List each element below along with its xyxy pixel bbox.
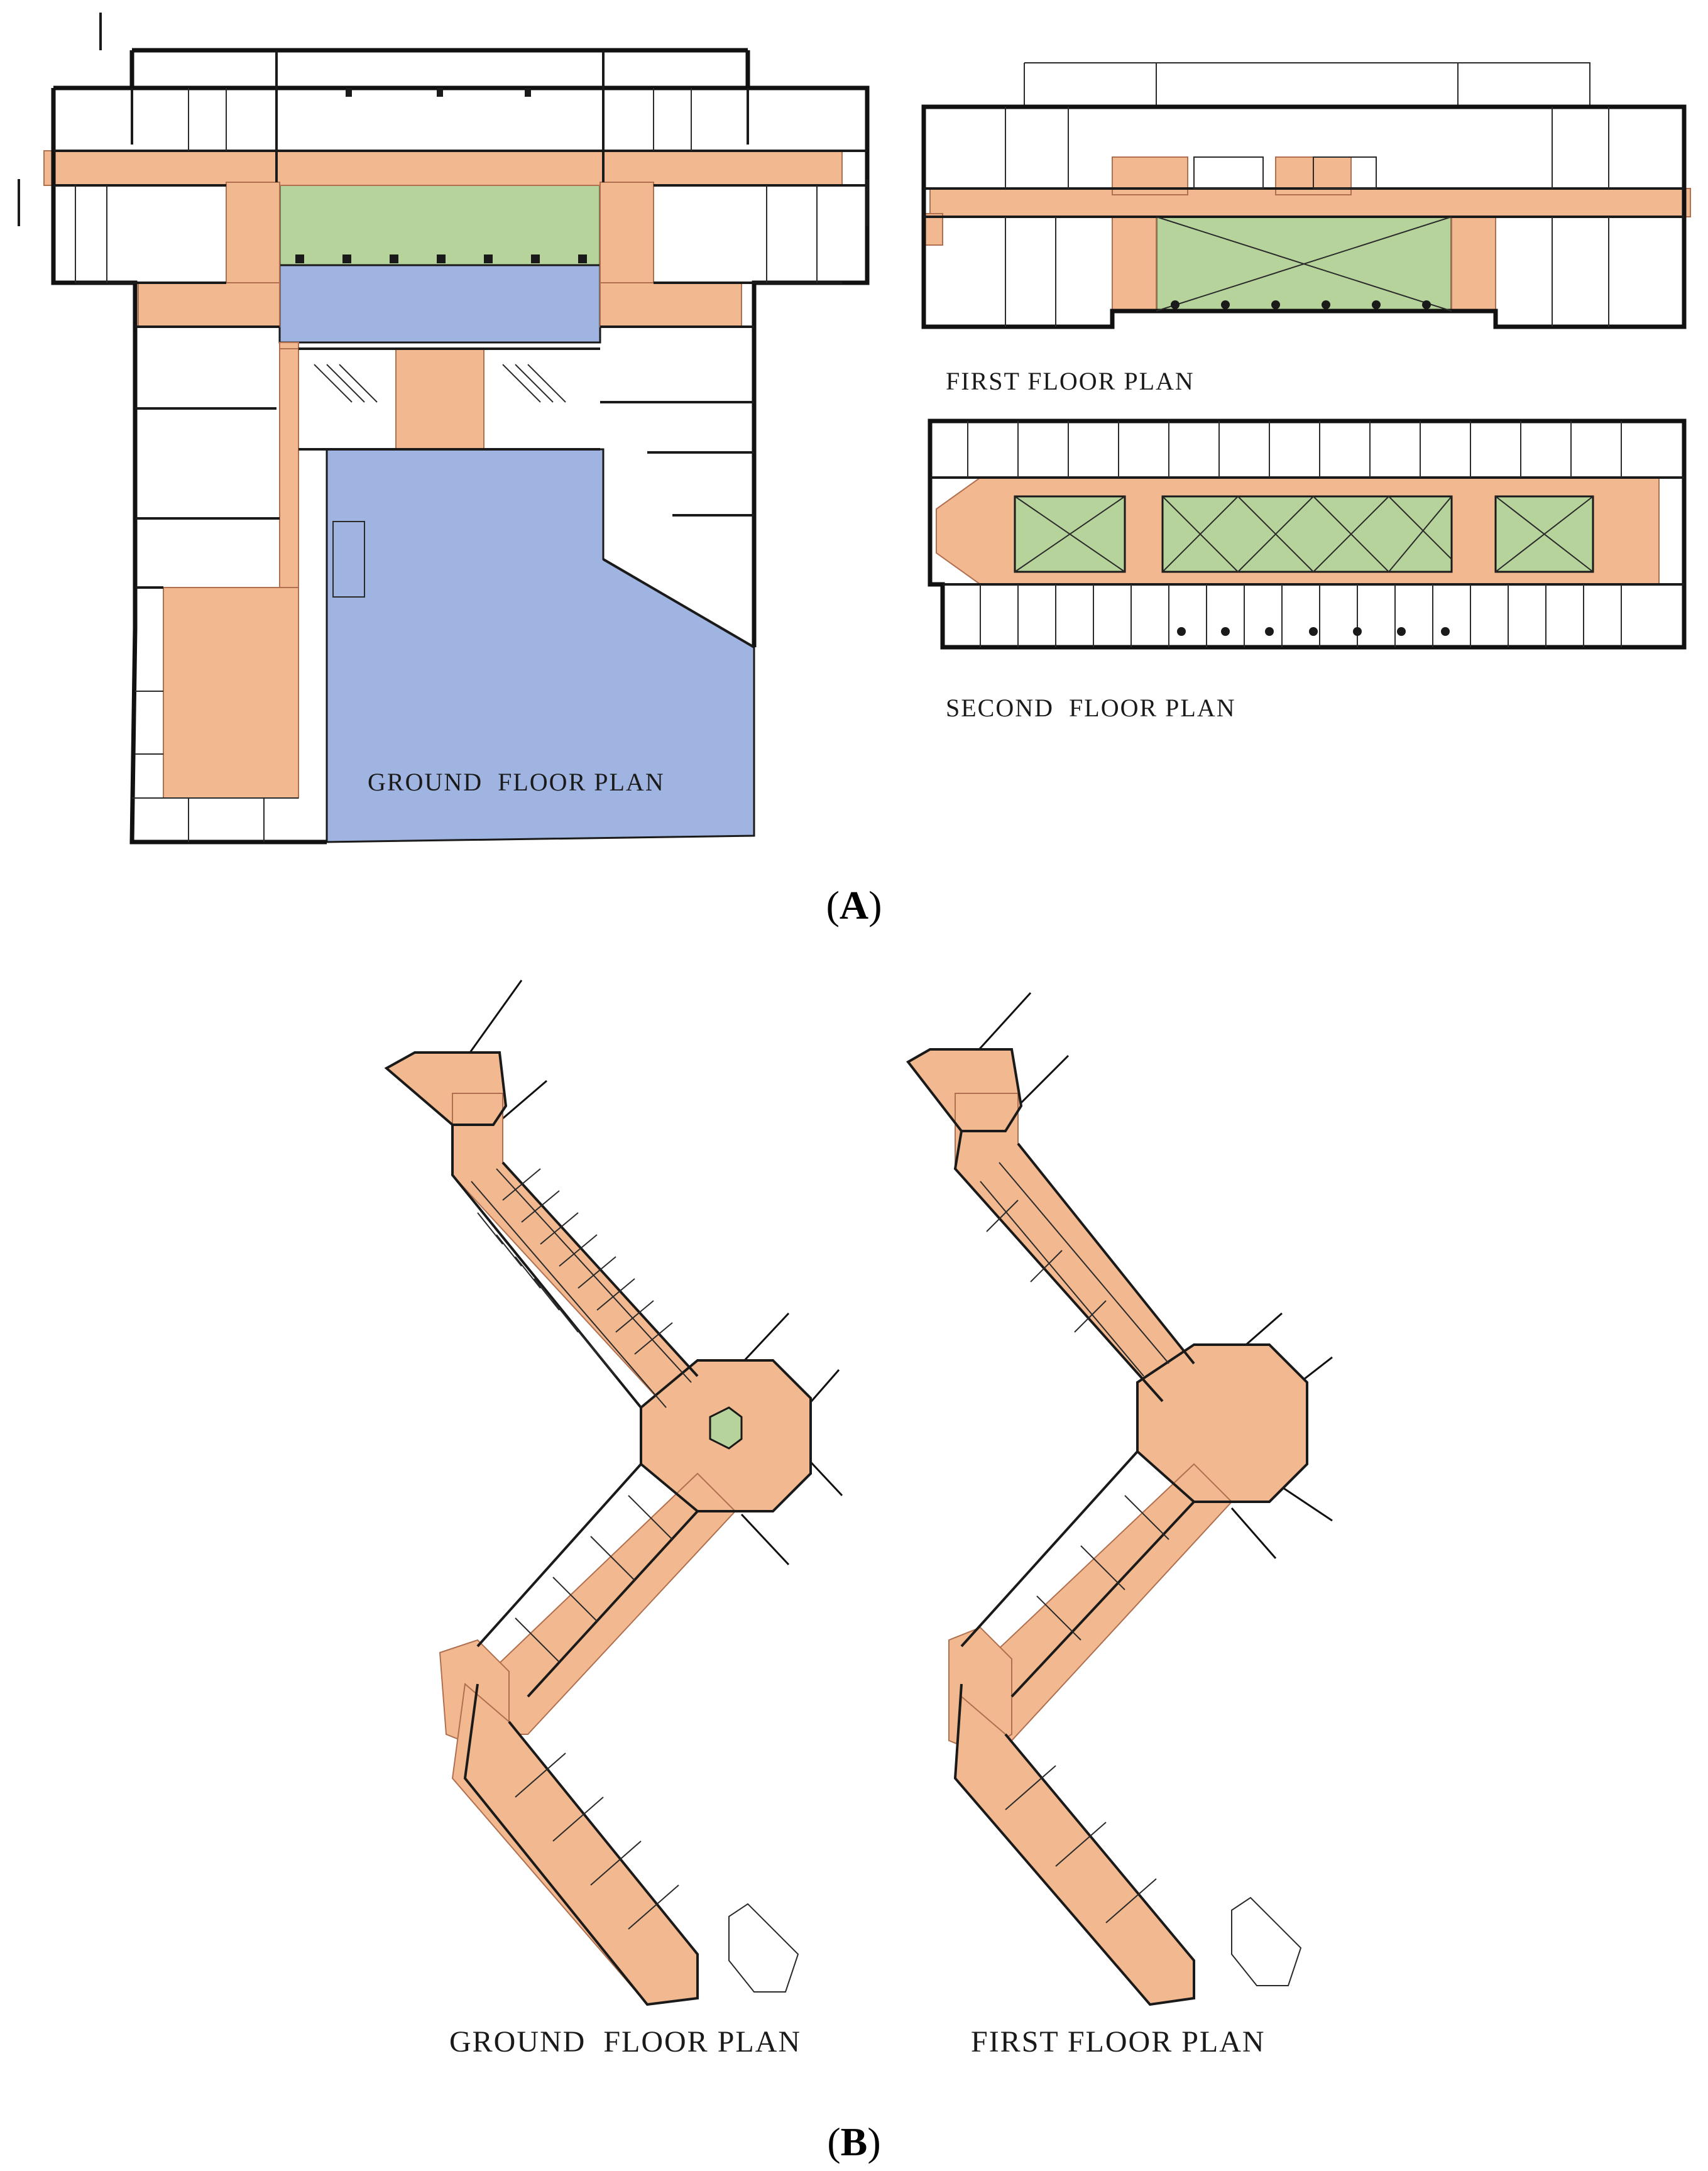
first-floor-plan-b: FIRST FLOOR PLAN bbox=[906, 992, 1333, 2059]
ground-floor-plan-a: GROUND FLOOR PLAN bbox=[18, 13, 870, 845]
open-space-upper bbox=[278, 264, 601, 344]
extension-lines-ground-b bbox=[457, 980, 843, 1566]
panel-b: GROUND FLOOR PLAN bbox=[384, 980, 1333, 2164]
walls-ground-b bbox=[384, 1051, 812, 2006]
columns-ground-a bbox=[295, 88, 587, 263]
ground-floor-label-b: GROUND FLOOR PLAN bbox=[449, 2025, 801, 2059]
columns-first-a bbox=[1171, 300, 1431, 309]
panel-b-caption-open: ( bbox=[827, 2119, 840, 2164]
walls-ground-a bbox=[18, 13, 870, 845]
walls-second-a bbox=[928, 418, 1687, 650]
columns-second-a bbox=[1177, 627, 1450, 636]
panel-a-caption: (A) bbox=[826, 883, 882, 927]
walls-first-a bbox=[921, 62, 1687, 329]
walls-first-b bbox=[906, 1048, 1308, 2006]
panel-b-caption: (B) bbox=[827, 2119, 880, 2164]
courtyards-second-a bbox=[1014, 495, 1594, 573]
atrium-ground-b bbox=[709, 1406, 743, 1450]
circulation-ground-a bbox=[43, 150, 843, 799]
circulation-ground-b bbox=[385, 1052, 811, 2006]
panel-a-caption-open: ( bbox=[826, 883, 840, 927]
first-floor-label-a: FIRST FLOOR PLAN bbox=[946, 367, 1195, 395]
first-floor-plan-a: FIRST FLOOR PLAN bbox=[921, 62, 1691, 395]
ground-floor-plan-b: GROUND FLOOR PLAN bbox=[384, 980, 843, 2059]
panel-a-caption-close: ) bbox=[868, 883, 882, 927]
panel-b-caption-letter: B bbox=[841, 2119, 868, 2164]
second-floor-label-a: SECOND FLOOR PLAN bbox=[946, 694, 1236, 722]
panel-a-caption-letter: A bbox=[840, 883, 868, 927]
second-floor-plan-a: SECOND FLOOR PLAN bbox=[928, 418, 1687, 722]
courtyard-upper bbox=[278, 182, 601, 266]
panel-a: GROUND FLOOR PLAN bbox=[18, 13, 1691, 927]
first-floor-label-b: FIRST FLOOR PLAN bbox=[971, 2025, 1266, 2059]
panel-b-caption-close: ) bbox=[867, 2119, 880, 2164]
ground-floor-label-a: GROUND FLOOR PLAN bbox=[368, 768, 665, 796]
